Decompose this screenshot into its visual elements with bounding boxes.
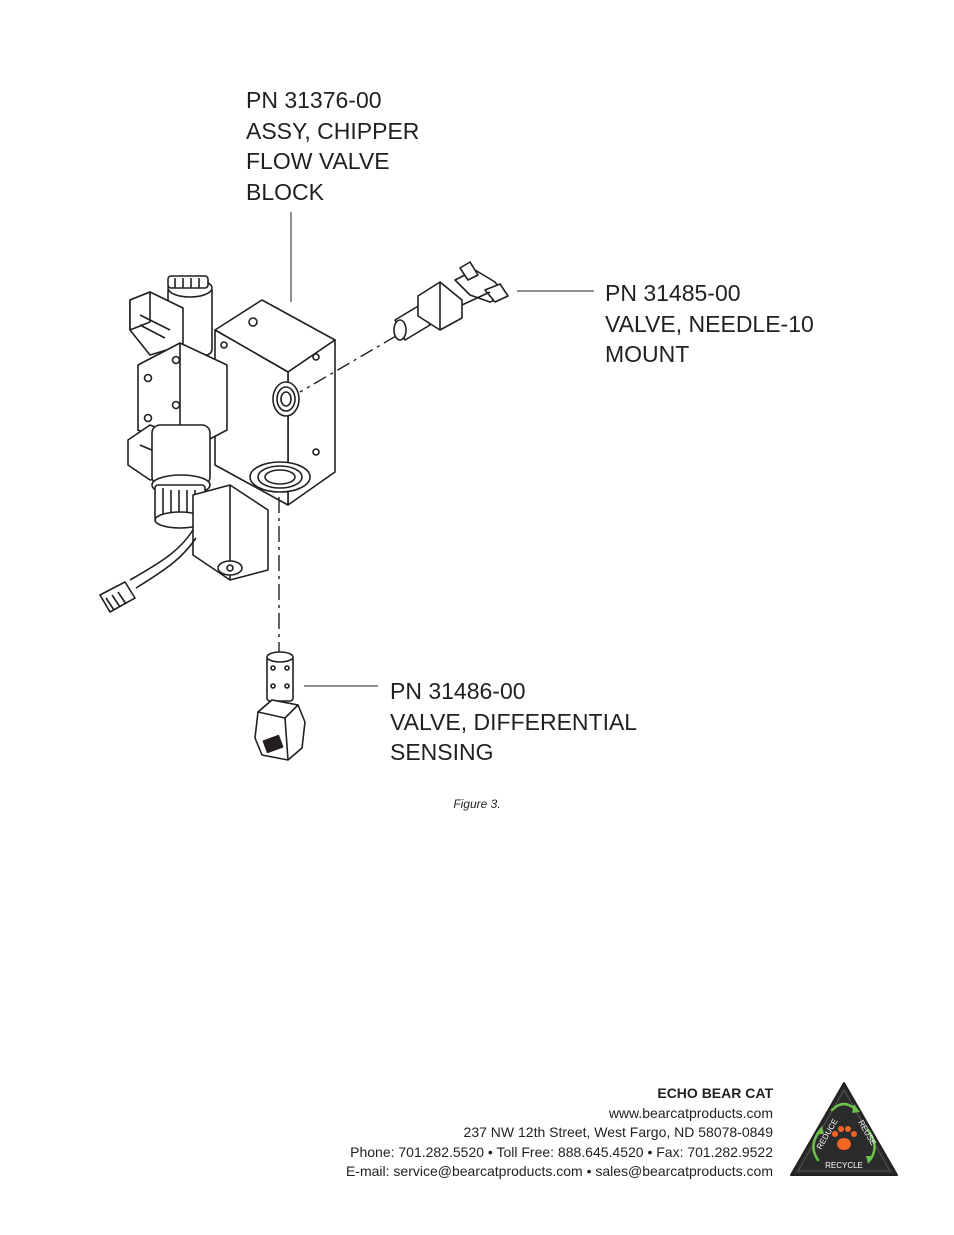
callout-line: SENSING <box>390 739 494 765</box>
callout-line: FLOW VALVE <box>246 148 390 174</box>
callout-line: PN 31376-00 <box>246 87 382 113</box>
company-website: www.bearcatproducts.com <box>608 1104 773 1121</box>
company-name: ECHO BEAR CAT <box>657 1085 773 1101</box>
upper-solenoid <box>129 275 213 356</box>
callout-flow-valve-block: PN 31376-00 ASSY, CHIPPER FLOW VALVE BLO… <box>246 85 419 207</box>
leader-lines <box>290 212 594 687</box>
company-footer: ECHO BEAR CAT www.bearcatproducts.com 23… <box>346 1084 773 1182</box>
callout-line: PN 31486-00 <box>390 678 526 704</box>
callout-differential-valve: PN 31486-00 VALVE, DIFFERENTIAL SENSING <box>390 676 637 768</box>
callout-line: MOUNT <box>605 341 690 367</box>
callout-line: ASSY, CHIPPER <box>246 117 420 144</box>
differential-valve <box>254 651 306 761</box>
bottom-coil <box>99 484 269 613</box>
company-emails: E-mail: service@bearcatproducts.com • sa… <box>345 1163 773 1179</box>
flow-valve-block <box>214 299 336 506</box>
valve-assembly-diagram <box>99 212 594 761</box>
logo-word-recycle: RECYCLE <box>825 1161 863 1170</box>
centerlines <box>278 335 397 652</box>
company-phones: Phone: 701.282.5520 • Toll Free: 888.645… <box>350 1143 773 1160</box>
callout-needle-valve: PN 31485-00 VALVE, NEEDLE-10 MOUNT <box>605 278 814 370</box>
callout-line: PN 31485-00 <box>605 280 741 306</box>
figure-caption: Figure 3. <box>453 797 501 811</box>
callout-line: BLOCK <box>246 178 324 205</box>
needle-valve <box>393 261 509 341</box>
recycle-logo-icon: REDUCE REUSE RECYCLE <box>790 1082 898 1176</box>
company-address: 237 NW 12th Street, West Fargo, ND 58078… <box>463 1124 773 1140</box>
callout-line: VALVE, DIFFERENTIAL <box>390 708 638 735</box>
callout-line: VALVE, NEEDLE-10 <box>605 310 814 337</box>
